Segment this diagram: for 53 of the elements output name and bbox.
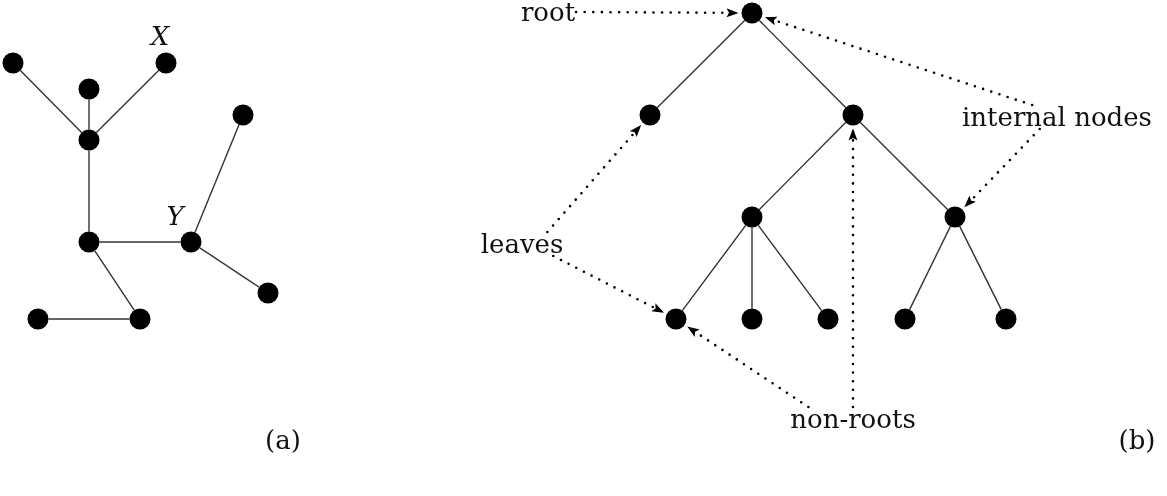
leader-arrow xyxy=(763,15,1034,107)
leader-arrow xyxy=(963,127,1041,209)
vertex-dot xyxy=(78,129,100,151)
vertex-dot xyxy=(78,78,100,100)
edge-line xyxy=(19,69,83,134)
panel-label: (b) xyxy=(1118,425,1156,455)
edge-line xyxy=(758,121,847,211)
vertex-dot xyxy=(817,308,839,330)
edge-line xyxy=(88,149,90,233)
leader-arrow xyxy=(574,8,740,18)
vertex-dot xyxy=(232,104,254,126)
annotation-label: leaves xyxy=(479,229,565,259)
vertex-dot xyxy=(2,52,24,74)
vertex-dot xyxy=(639,104,661,126)
leader-arrow xyxy=(546,123,643,234)
vertex-dot xyxy=(78,231,100,253)
panel-label: (a) xyxy=(265,425,301,455)
vertex-dot xyxy=(129,308,151,330)
vertex-dot xyxy=(155,52,177,74)
leader-arrow xyxy=(552,254,666,315)
vertex-dot xyxy=(842,104,864,126)
annotation-label: non-roots xyxy=(789,404,917,434)
vertex-dot xyxy=(27,308,49,330)
edge-line xyxy=(859,121,949,211)
vertex-dot xyxy=(894,308,916,330)
vertex-dot xyxy=(665,308,687,330)
edge-line xyxy=(94,250,135,311)
leader-arrow xyxy=(685,325,810,409)
edge-line xyxy=(751,226,753,310)
edge-line xyxy=(656,19,746,109)
vertex-dot xyxy=(741,308,763,330)
vertex-dot xyxy=(944,206,966,228)
vertex-dot xyxy=(995,308,1017,330)
vertex-dot xyxy=(741,2,763,24)
edge-line xyxy=(757,224,823,312)
annotation-label: internal nodes xyxy=(961,102,1153,132)
edge-line xyxy=(959,225,1002,311)
edge-line xyxy=(95,69,160,134)
edge-line xyxy=(681,224,747,312)
vertex-dot xyxy=(741,206,763,228)
edge-line xyxy=(199,247,260,288)
vertex-label: X xyxy=(150,21,170,51)
edge-line xyxy=(194,124,240,233)
edge-line xyxy=(47,318,131,320)
leader-arrow xyxy=(848,127,858,409)
edge-line xyxy=(98,241,182,243)
annotation-label: root xyxy=(519,0,577,27)
vertex-dot xyxy=(180,231,202,253)
vertex-label: Y xyxy=(166,201,184,231)
edge-line xyxy=(88,98,90,131)
vertex-dot xyxy=(257,282,279,304)
edge-line xyxy=(758,19,847,109)
edge-line xyxy=(908,225,952,311)
